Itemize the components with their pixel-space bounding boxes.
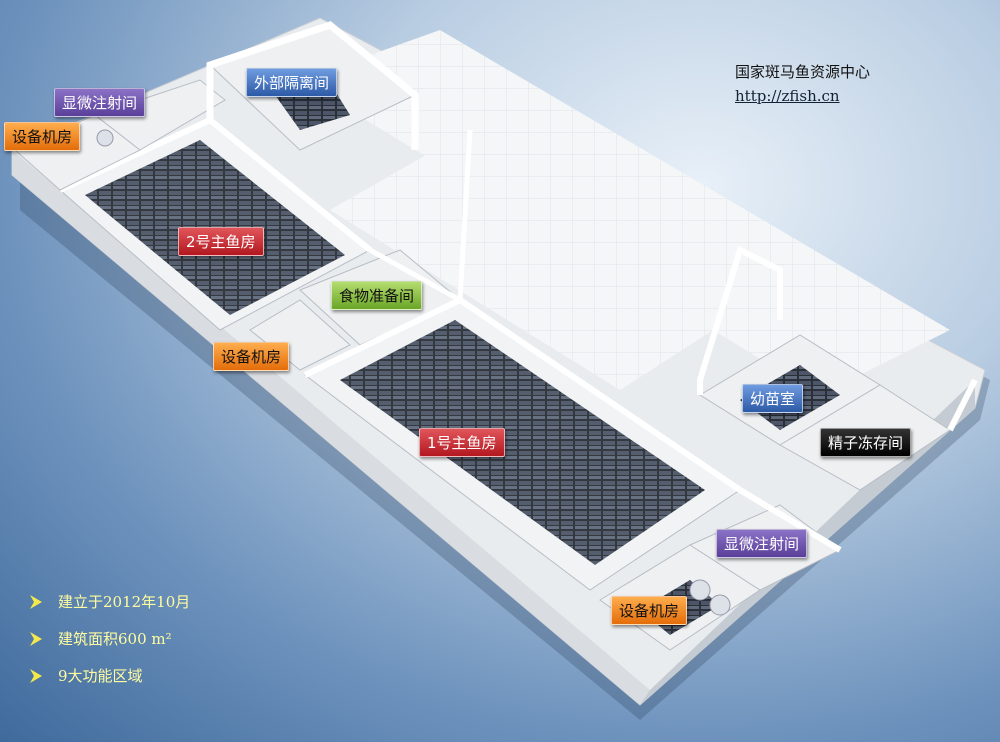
chevron-right-icon xyxy=(30,668,42,683)
label-nursery: 幼苗室 xyxy=(742,384,804,413)
label-fish-room-1: 1号主鱼房 xyxy=(419,428,505,457)
fact-item: 建立于2012年10月 xyxy=(28,583,190,620)
label-fish-room-2: 2号主鱼房 xyxy=(178,227,264,256)
label-sperm-freezing: 精子冻存间 xyxy=(820,428,912,457)
center-info: 国家斑马鱼资源中心 http://zfish.cn xyxy=(735,60,870,108)
chevron-right-icon xyxy=(30,631,42,646)
label-equipment-room-middle: 设备机房 xyxy=(213,342,290,371)
fact-text: 建立于2012年10月 xyxy=(58,593,191,611)
label-equipment-room-top: 设备机房 xyxy=(4,122,81,151)
label-food-prep: 食物准备间 xyxy=(331,281,423,310)
fact-item: 9大功能区域 xyxy=(28,657,190,694)
fact-text: 9大功能区域 xyxy=(58,667,143,685)
fact-text: 建筑面积600 m² xyxy=(58,630,172,648)
chevron-right-icon xyxy=(30,594,42,609)
fact-item: 建筑面积600 m² xyxy=(28,620,190,657)
label-micro-injection-bottom: 显微注射间 xyxy=(716,529,808,558)
label-equipment-room-bottom: 设备机房 xyxy=(611,596,688,625)
label-external-isolation: 外部隔离间 xyxy=(246,68,338,97)
fact-list: 建立于2012年10月 建筑面积600 m² 9大功能区域 xyxy=(28,583,190,694)
label-micro-injection-top: 显微注射间 xyxy=(54,88,146,117)
center-url-link[interactable]: http://zfish.cn xyxy=(735,87,840,105)
center-name: 国家斑马鱼资源中心 xyxy=(735,63,871,81)
